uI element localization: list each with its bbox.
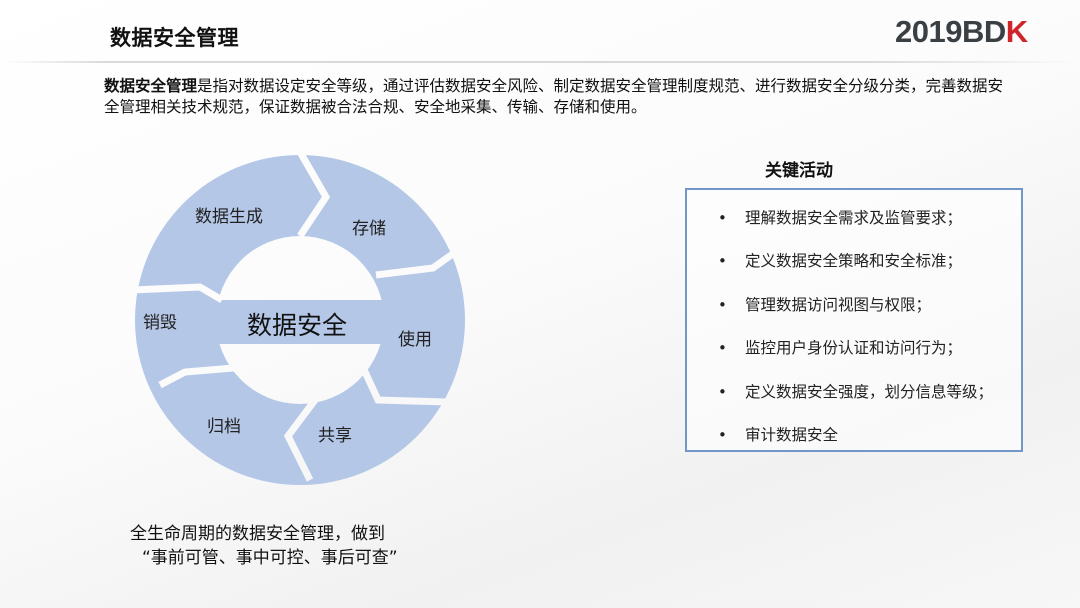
page-title: 数据安全管理 xyxy=(110,26,239,50)
lifecycle-ring-diagram xyxy=(120,150,480,500)
stage-label-archiving: 归档 xyxy=(207,417,241,437)
event-logo: 2019BDK xyxy=(895,14,1028,50)
key-activities-list: • 理解数据安全需求及监管要求； • 定义数据安全策略和安全标准； • 管理数据访问视… xyxy=(715,208,993,468)
ring-segments xyxy=(120,150,480,500)
caption-line-1: 全生命周期的数据安全管理，做到 xyxy=(130,524,385,544)
bullet-icon: • xyxy=(718,339,727,358)
bullet-icon: • xyxy=(718,209,727,227)
list-item-text: 定义数据安全策略和安全标准； xyxy=(745,252,963,271)
list-item: • 监控用户身份认证和访问行为； xyxy=(715,338,993,381)
lifecycle-caption: 全生命周期的数据安全管理，做到 “事前可管、事中可控、事后可查” xyxy=(130,522,398,570)
bullet-icon: • xyxy=(718,382,727,401)
stage-label-storage: 存储 xyxy=(352,219,386,239)
list-item: • 审计数据安全 xyxy=(715,425,993,468)
list-item: • 理解数据安全需求及监管要求； xyxy=(715,208,993,251)
bullet-icon: • xyxy=(718,295,727,314)
stage-label-destruction: 销毁 xyxy=(143,313,177,333)
list-item: • 定义数据安全策略和安全标准； xyxy=(715,251,993,294)
list-item: • 定义数据安全强度，划分信息等级； xyxy=(715,382,993,425)
key-activities-title: 关键活动 xyxy=(765,161,833,181)
intro-text: 是指对数据设定安全等级，通过评估数据安全风险、制定数据安全管理制度规范、进行数据… xyxy=(104,77,1004,116)
list-item-text: 监控用户身份认证和访问行为； xyxy=(745,339,963,358)
list-item-text: 审计数据安全 xyxy=(745,425,839,444)
list-item-text: 管理数据访问视图与权限； xyxy=(745,295,932,314)
ring-center-label: 数据安全 xyxy=(247,311,348,340)
bullet-icon: • xyxy=(718,252,727,271)
bullet-icon: • xyxy=(718,425,727,444)
intro-paragraph: 数据安全管理是指对数据设定安全等级，通过评估数据安全风险、制定数据安全管理制度规… xyxy=(104,76,1004,118)
logo-main-text: 2019BD xyxy=(895,14,1006,49)
list-item-text: 理解数据安全需求及监管要求； xyxy=(745,209,963,227)
list-item-text: 定义数据安全强度，划分信息等级； xyxy=(745,382,994,401)
stage-label-generation: 数据生成 xyxy=(195,207,263,227)
logo-accent-text: K xyxy=(1005,14,1028,49)
header-divider xyxy=(0,61,1080,63)
intro-bold-lead: 数据安全管理 xyxy=(104,77,198,95)
list-item: • 管理数据访问视图与权限； xyxy=(715,295,993,338)
stage-label-sharing: 共享 xyxy=(318,426,352,446)
stage-label-usage: 使用 xyxy=(398,330,432,350)
caption-line-2: “事前可管、事中可控、事后可查” xyxy=(142,548,398,568)
key-activities-box: • 理解数据安全需求及监管要求； • 定义数据安全策略和安全标准； • 管理数据访问视… xyxy=(685,188,1023,452)
